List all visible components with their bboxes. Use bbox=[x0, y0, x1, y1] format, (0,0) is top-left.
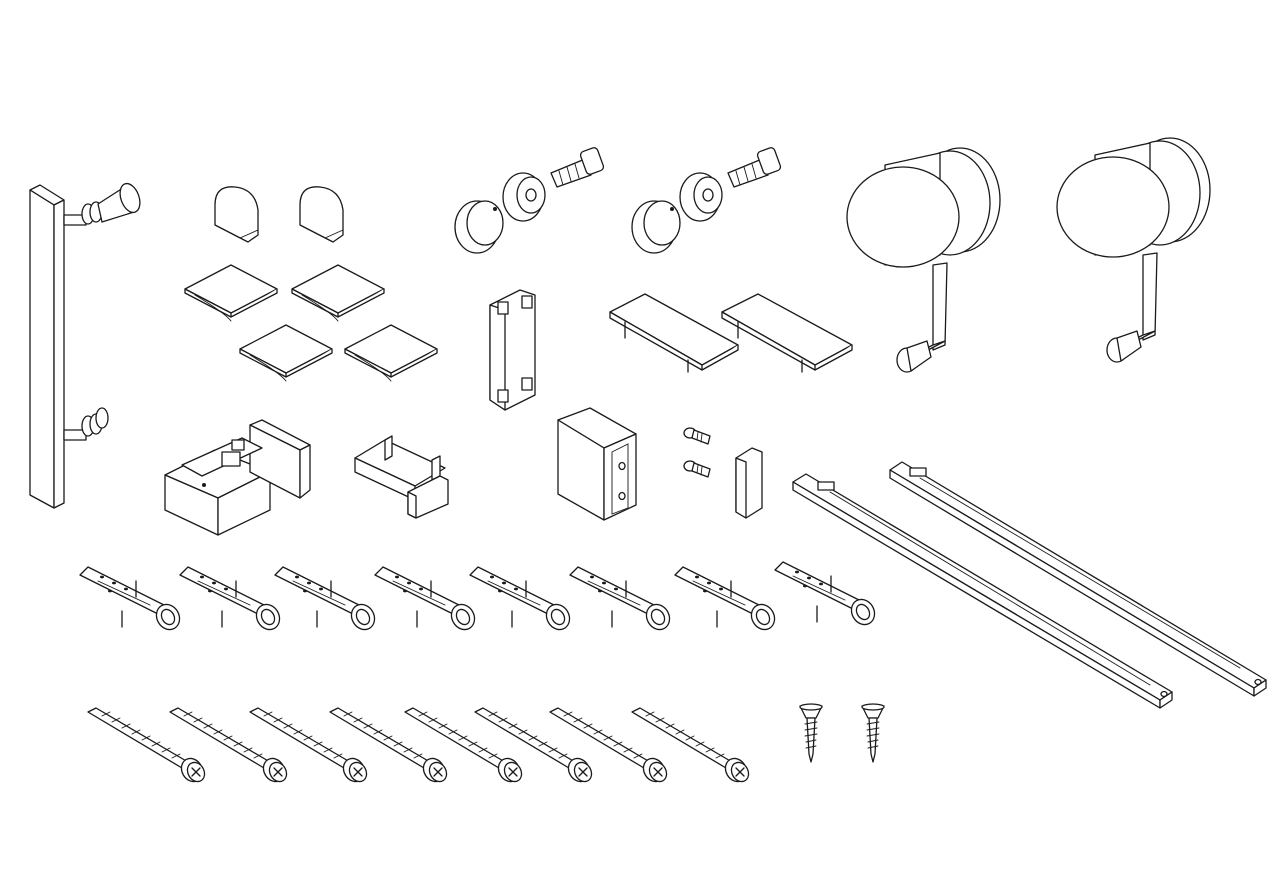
phillips-pan-head-screw bbox=[87, 707, 753, 787]
flat-cover-plate bbox=[609, 293, 853, 373]
floor-guide-block bbox=[164, 419, 311, 536]
end-cap-with-clips bbox=[489, 289, 536, 411]
door-pull-handle bbox=[29, 182, 141, 509]
roller-wheel-with-crank-bracket bbox=[846, 137, 1211, 373]
small-end-plug bbox=[735, 447, 763, 519]
small-machine-screw bbox=[683, 427, 711, 478]
countersunk-wood-screw bbox=[799, 703, 885, 763]
u-channel-guide bbox=[354, 435, 449, 519]
adhesive-square-pad bbox=[184, 264, 438, 382]
soft-close-damper-rail bbox=[792, 461, 1267, 709]
mounting-block bbox=[557, 407, 637, 521]
wall-anchor-plug bbox=[79, 561, 880, 635]
rounded-bumper-stop bbox=[214, 186, 344, 243]
glass-clamp-knob-set bbox=[454, 147, 782, 254]
